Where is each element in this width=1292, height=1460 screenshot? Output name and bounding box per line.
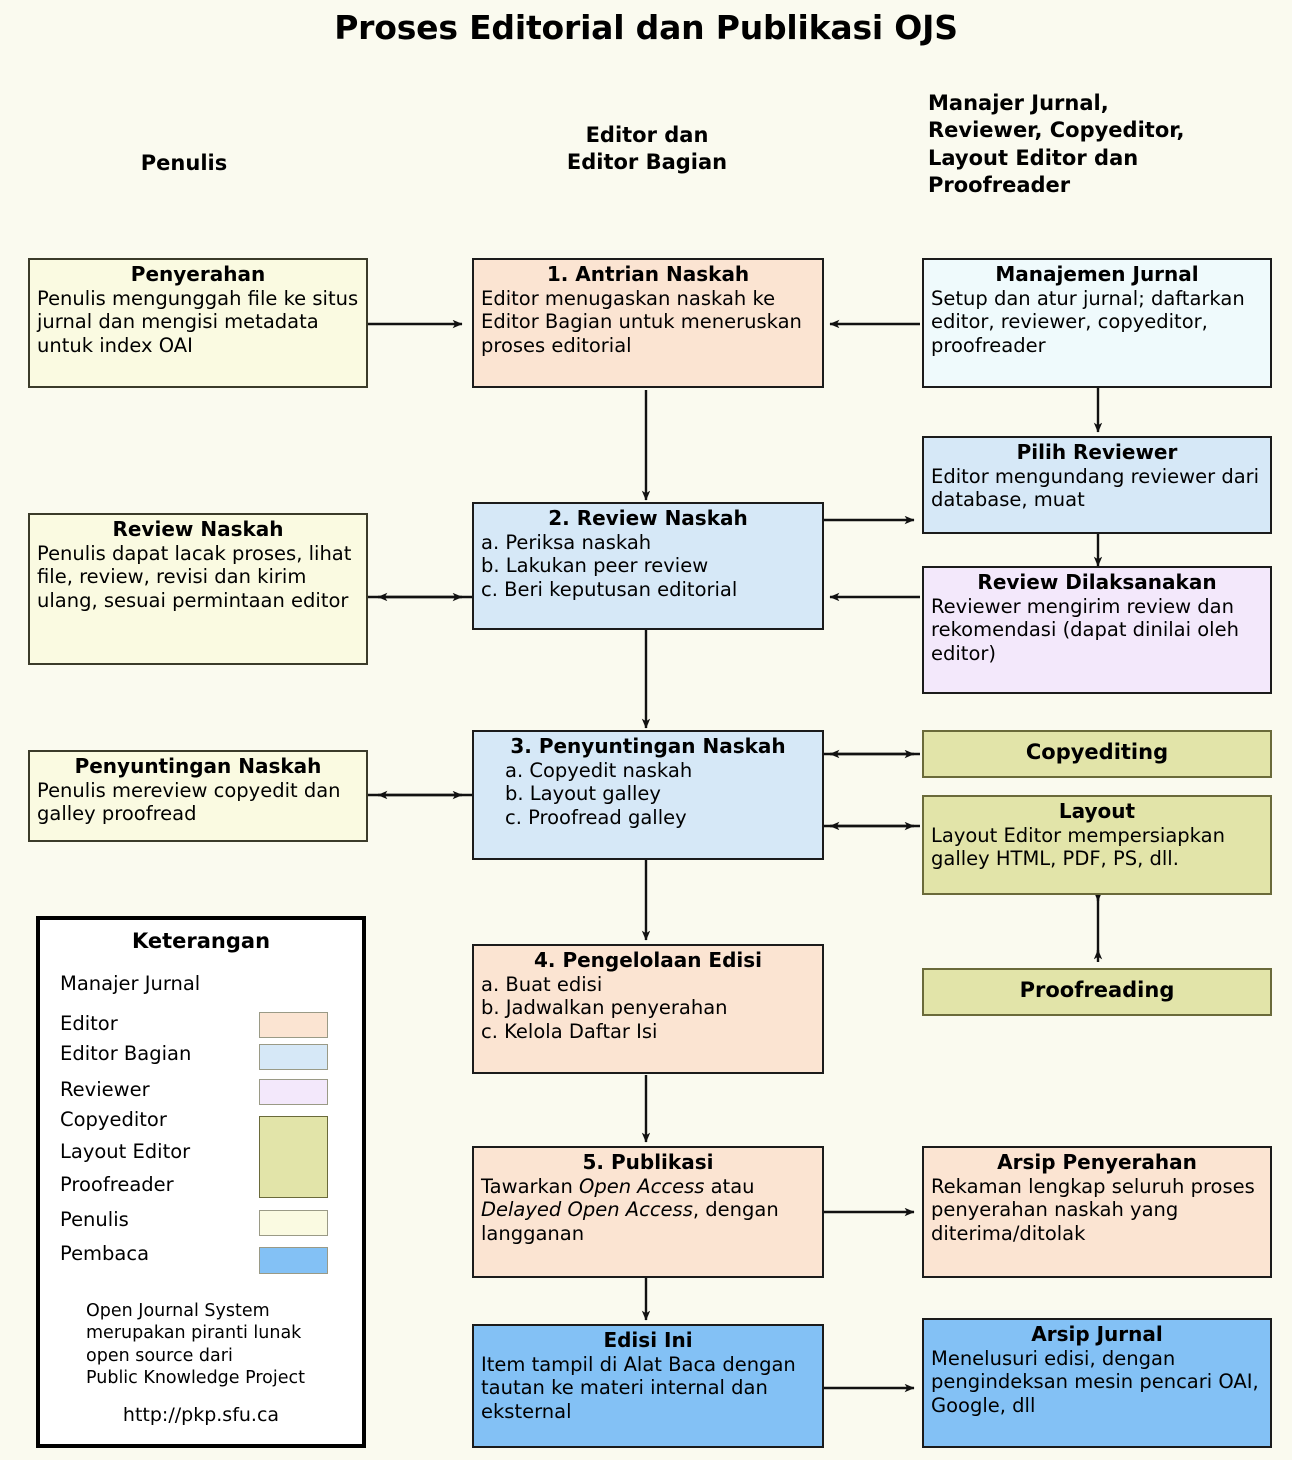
node-layout-title: Layout xyxy=(1058,799,1136,823)
page-title: Proses Editorial dan Publikasi OJS xyxy=(334,8,958,47)
node-publikasi-title: 5. Publikasi xyxy=(582,1150,714,1174)
column-header-others-line2: Reviewer, Copyeditor, xyxy=(928,118,1185,143)
node-review-naskah-item-0: a. Periksa naskah xyxy=(481,531,652,554)
legend-swatch-penulis xyxy=(259,1210,328,1236)
node-review-naskah-penulis-body: Penulis dapat lacak proses, lihat file, … xyxy=(37,542,352,612)
legend-title: Keterangan xyxy=(131,929,271,953)
node-antrian-naskah[interactable]: 1. Antrian Naskah Editor menugaskan nask… xyxy=(472,258,824,388)
node-antrian-naskah-body: Editor menugaskan naskah ke Editor Bagia… xyxy=(481,287,802,357)
column-header-others-line3: Layout Editor dan xyxy=(928,145,1139,170)
node-edisi-ini-body: Item tampil di Alat Baca dengan tautan k… xyxy=(481,1353,796,1423)
column-header-editor-line1: Editor dan xyxy=(585,123,709,147)
legend-swatch-editor xyxy=(259,1012,328,1038)
node-edisi-ini[interactable]: Edisi Ini Item tampil di Alat Baca denga… xyxy=(472,1324,824,1448)
legend-swatch-pembaca xyxy=(259,1247,328,1274)
legend-item-copyeditor: Copyeditor xyxy=(60,1108,167,1131)
node-penyerahan-title: Penyerahan xyxy=(130,262,266,286)
node-review-naskah-item-1: b. Lakukan peer review xyxy=(481,554,709,578)
legend-note-line1: Open Journal System xyxy=(86,1301,270,1321)
node-manajemen-jurnal-title: Manajemen Jurnal xyxy=(995,262,1199,286)
node-pengelolaan-edisi[interactable]: 4. Pengelolaan Edisi a. Buat edisi b. Ja… xyxy=(472,944,824,1074)
node-pengelolaan-edisi-item-2: c. Kelola Daftar Isi xyxy=(481,1019,658,1043)
node-arsip-jurnal[interactable]: Arsip Jurnal Menelusuri edisi, dengan pe… xyxy=(922,1318,1272,1448)
node-review-dilaksanakan-title: Review Dilaksanakan xyxy=(977,570,1217,594)
node-proofreading-title: Proofreading xyxy=(1019,978,1175,1003)
legend-note: Open Journal System merupakan piranti lu… xyxy=(86,1300,356,1390)
legend-item-editor-bagian: Editor Bagian xyxy=(60,1042,192,1065)
node-publikasi-body-em2: Delayed Open Access xyxy=(481,1198,693,1222)
legend-item-reviewer: Reviewer xyxy=(60,1078,150,1101)
node-proofreading[interactable]: Proofreading xyxy=(922,968,1272,1016)
node-pengelolaan-edisi-item-0: a. Buat edisi xyxy=(481,973,603,996)
node-antrian-naskah-title: 1. Antrian Naskah xyxy=(546,262,750,286)
node-review-naskah-penulis[interactable]: Review Naskah Penulis dapat lacak proses… xyxy=(28,513,368,665)
node-edisi-ini-title: Edisi Ini xyxy=(603,1328,693,1352)
node-review-dilaksanakan-body: Reviewer mengirim review dan rekomendasi… xyxy=(931,595,1239,665)
node-review-naskah-title: 2. Review Naskah xyxy=(548,506,748,530)
legend-item-editor: Editor xyxy=(60,1012,118,1035)
node-arsip-jurnal-body: Menelusuri edisi, dengan pengindeksan me… xyxy=(931,1347,1259,1417)
node-penyerahan[interactable]: Penyerahan Penulis mengunggah file ke si… xyxy=(28,258,368,388)
node-publikasi-body-mid: atau xyxy=(704,1175,755,1198)
column-header-editor: Editor dan Editor Bagian xyxy=(472,122,822,177)
column-header-author: Penulis xyxy=(140,151,228,175)
legend-swatch-editor-bagian xyxy=(259,1044,328,1070)
legend-note-line3: open source dari xyxy=(86,1345,233,1366)
node-review-naskah[interactable]: 2. Review Naskah a. Periksa naskah b. La… xyxy=(472,502,824,630)
node-publikasi-body-post: , dengan langganan xyxy=(481,1198,779,1245)
node-arsip-jurnal-title: Arsip Jurnal xyxy=(1031,1322,1163,1346)
node-pilih-reviewer-body: Editor mengundang reviewer dari database… xyxy=(931,465,1260,512)
node-penyuntingan-penulis[interactable]: Penyuntingan Naskah Penulis mereview cop… xyxy=(28,750,368,842)
node-arsip-penyerahan[interactable]: Arsip Penyerahan Rekaman lengkap seluruh… xyxy=(922,1146,1272,1278)
legend-swatch-produksi xyxy=(259,1116,328,1198)
node-penyuntingan-naskah-item-2: c. Proofread galley xyxy=(505,805,687,829)
node-manajemen-jurnal[interactable]: Manajemen Jurnal Setup dan atur jurnal; … xyxy=(922,258,1272,388)
node-penyuntingan-naskah-title: 3. Penyuntingan Naskah xyxy=(510,734,786,758)
node-publikasi-body: Tawarkan Open Access atau Delayed Open A… xyxy=(481,1175,815,1245)
legend-panel: Keterangan Manajer Jurnal Editor Editor … xyxy=(36,916,366,1448)
node-review-naskah-penulis-title: Review Naskah xyxy=(112,517,284,541)
node-copyediting-title: Copyediting xyxy=(1025,740,1169,765)
node-arsip-penyerahan-title: Arsip Penyerahan xyxy=(997,1150,1197,1174)
node-layout-body: Layout Editor mempersiapkan galley HTML,… xyxy=(931,824,1225,871)
column-header-editor-line2: Editor Bagian xyxy=(566,150,728,175)
node-publikasi-body-em1: Open Access xyxy=(579,1175,705,1198)
node-layout[interactable]: Layout Layout Editor mempersiapkan galle… xyxy=(922,795,1272,895)
node-manajemen-jurnal-body: Setup dan atur jurnal; daftarkan editor,… xyxy=(931,287,1245,357)
legend-item-layout-editor: Layout Editor xyxy=(60,1140,191,1163)
legend-item-manajer-jurnal: Manajer Jurnal xyxy=(60,972,201,995)
column-header-others-line4: Proofreader xyxy=(928,172,1071,197)
legend-note-line4: Public Knowledge Project xyxy=(86,1368,305,1389)
column-header-others-line1: Manajer Jurnal, xyxy=(928,91,1109,115)
legend-pkp-url[interactable]: http://pkp.sfu.ca xyxy=(122,1404,280,1426)
node-penyuntingan-penulis-title: Penyuntingan Naskah xyxy=(74,754,322,778)
node-review-naskah-item-2: c. Beri keputusan editorial xyxy=(481,577,738,601)
node-arsip-penyerahan-body: Rekaman lengkap seluruh proses penyeraha… xyxy=(931,1175,1255,1245)
node-publikasi-body-pre: Tawarkan xyxy=(481,1175,580,1198)
node-pilih-reviewer[interactable]: Pilih Reviewer Editor mengundang reviewe… xyxy=(922,436,1272,534)
node-copyediting[interactable]: Copyediting xyxy=(922,730,1272,778)
node-pengelolaan-edisi-title: 4. Pengelolaan Edisi xyxy=(533,948,763,972)
node-review-dilaksanakan[interactable]: Review Dilaksanakan Reviewer mengirim re… xyxy=(922,566,1272,694)
legend-item-proofreader: Proofreader xyxy=(60,1173,174,1196)
legend-swatch-reviewer xyxy=(259,1079,328,1105)
legend-item-pembaca: Pembaca xyxy=(60,1242,150,1265)
node-penyuntingan-naskah[interactable]: 3. Penyuntingan Naskah a. Copyedit naska… xyxy=(472,730,824,860)
node-pengelolaan-edisi-item-1: b. Jadwalkan penyerahan xyxy=(481,996,728,1020)
legend-note-line2: merupakan piranti lunak xyxy=(86,1323,302,1344)
legend-item-penulis: Penulis xyxy=(60,1208,129,1231)
node-penyerahan-body: Penulis mengunggah file ke situs jurnal … xyxy=(37,287,359,357)
node-penyuntingan-naskah-item-1: b. Layout galley xyxy=(505,782,661,806)
node-penyuntingan-naskah-item-0: a. Copyedit naskah xyxy=(505,759,693,782)
node-publikasi[interactable]: 5. Publikasi Tawarkan Open Access atau D… xyxy=(472,1146,824,1278)
node-penyuntingan-penulis-body: Penulis mereview copyedit dan galley pro… xyxy=(37,779,341,826)
node-pilih-reviewer-title: Pilih Reviewer xyxy=(1016,440,1178,464)
column-header-others: Manajer Jurnal, Reviewer, Copyeditor, La… xyxy=(928,90,1288,199)
